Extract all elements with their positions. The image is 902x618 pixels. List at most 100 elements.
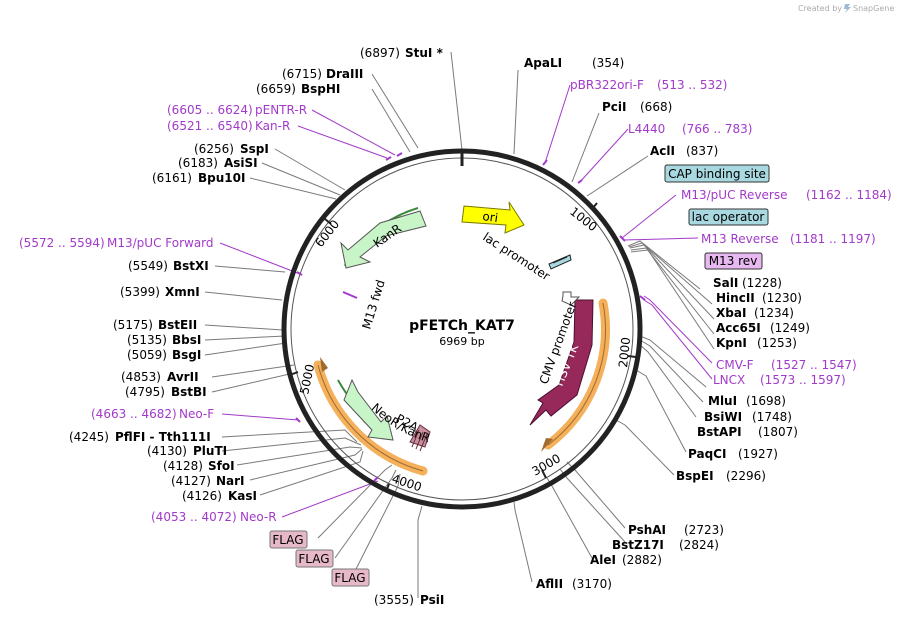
- lac-operator-box[interactable]: [688, 208, 769, 226]
- site-pos: (6256): [194, 142, 234, 156]
- site-pos: (837): [686, 144, 718, 158]
- site-pos: (2882): [622, 553, 662, 567]
- primer-name: LNCX: [713, 373, 745, 387]
- site-name: AclI: [650, 144, 675, 158]
- ruler-label-5000: 5000: [297, 363, 317, 396]
- site-pos: (1748): [752, 410, 792, 424]
- ruler-label-2000: 2000: [616, 336, 633, 368]
- site-pos: (6183): [178, 156, 218, 170]
- site-name: XbaI: [716, 306, 746, 320]
- site-pos: (6161): [152, 171, 192, 185]
- site-name: Acc65I: [716, 321, 761, 335]
- right-primers: pBR322ori-F (513 .. 532) L4440 (766 .. 7…: [570, 78, 892, 387]
- site-pos: (668): [640, 100, 672, 114]
- site-pos: (1234): [754, 306, 794, 320]
- primer-name: pENTR-R: [255, 103, 307, 117]
- hsv-tk-feature[interactable]: [529, 299, 594, 426]
- site-pos: (5059): [127, 348, 167, 362]
- flag-box-1[interactable]: [269, 530, 308, 549]
- left-sites: (6897) StuI * (6715) DraIII (6659) BspHI…: [69, 46, 444, 607]
- site-pos: (1230): [762, 291, 802, 305]
- watermark-brand: SnapGene: [853, 4, 894, 13]
- m13-rev-label: M13 rev: [709, 254, 758, 268]
- ori-feature[interactable]: [461, 201, 525, 234]
- site-name: SfoI: [208, 459, 235, 473]
- site-name: BstXI: [173, 259, 209, 273]
- ori-label: ori: [482, 209, 499, 225]
- site-name: BsgI: [172, 348, 201, 362]
- primer-range: (5572 .. 5594): [19, 236, 105, 250]
- site-name: StuI *: [405, 46, 444, 60]
- flag-label-3: FLAG: [334, 571, 365, 585]
- m13-rev-box[interactable]: [704, 252, 763, 270]
- primer-name: M13 Reverse: [701, 232, 779, 246]
- primer-range: (6605 .. 6624): [167, 103, 253, 117]
- primer-range: (1181 .. 1197): [790, 232, 876, 246]
- site-pos: (1927): [738, 447, 778, 461]
- site-pos: (6897): [360, 46, 400, 60]
- kanr-feature[interactable]: [340, 210, 427, 269]
- site-connector-lines-left: [204, 51, 463, 578]
- flag-label-1: FLAG: [272, 533, 303, 547]
- site-pos: (354): [592, 56, 624, 70]
- primer-range: (6521 .. 6540): [167, 119, 253, 133]
- flag-tags: [411, 429, 428, 452]
- site-pos: (4795): [125, 385, 165, 399]
- lac-promoter-label: lac promoter: [480, 230, 552, 284]
- flag-label-2: FLAG: [298, 552, 329, 566]
- primer-range: (513 .. 532): [657, 78, 727, 92]
- site-name: Bpu10I: [198, 171, 245, 185]
- site-pos: (4126): [182, 489, 222, 503]
- site-pos: (5175): [113, 318, 153, 332]
- flag-box-3[interactable]: [331, 568, 370, 587]
- cap-binding-label: CAP binding site: [668, 167, 766, 181]
- site-name: PsiI: [420, 593, 444, 607]
- flag-box-2[interactable]: [295, 549, 334, 568]
- watermark-prefix: Created by: [798, 4, 842, 13]
- primer-name: CMV-F: [716, 358, 754, 372]
- site-pos: (1698): [746, 394, 786, 408]
- neor-feature[interactable]: [343, 378, 394, 441]
- site-name: XmnI: [165, 285, 200, 299]
- site-pos: (5399): [120, 285, 160, 299]
- cmv-orange-arc-line: [547, 302, 606, 446]
- site-name: AflII: [536, 577, 563, 591]
- site-name: BstAPI: [697, 425, 742, 439]
- neo-orange-arc-line: [317, 364, 424, 472]
- site-name: SspI: [240, 142, 269, 156]
- site-pos: (1228): [742, 276, 782, 290]
- site-name: BbsI: [172, 333, 201, 347]
- site-pos: (4127): [171, 474, 211, 488]
- cmv-arc-arrowhead: [541, 438, 553, 452]
- site-pos: (4853): [121, 370, 161, 384]
- neo-arc-arrowhead: [320, 357, 328, 372]
- site-name: BstEII: [158, 318, 197, 332]
- site-name: ApaLI: [524, 56, 562, 70]
- site-pos: (4130): [147, 444, 187, 458]
- site-name: BsiWI: [704, 410, 742, 424]
- primer-name: Neo-R: [240, 510, 277, 524]
- site-pos: (4128): [163, 459, 203, 473]
- site-connector-lines: [417, 69, 715, 598]
- site-name: BspEI: [676, 469, 714, 483]
- primer-name: Neo-F: [179, 407, 214, 421]
- site-name: KasI: [228, 489, 257, 503]
- primer-name: M13/pUC Forward: [107, 236, 214, 250]
- site-name: AvrII: [167, 370, 199, 384]
- right-sites: ApaLI (354) PciI (668) AclI (837) SalI (…: [524, 56, 810, 591]
- site-pos: (2723): [684, 523, 724, 537]
- site-name: PluTI: [193, 444, 227, 458]
- site-name: PshAI: [628, 523, 666, 537]
- primer-range: (1162 .. 1184): [806, 188, 892, 202]
- site-name: PaqCI: [688, 447, 726, 461]
- site-pos: (6659): [256, 82, 296, 96]
- primer-range: (1527 .. 1547): [771, 358, 857, 372]
- site-name: BstZ17I: [612, 538, 664, 552]
- cap-binding-box[interactable]: [664, 164, 770, 183]
- p2a-feature[interactable]: [409, 424, 431, 448]
- site-pos: (3555): [374, 593, 414, 607]
- site-pos: (2824): [679, 538, 719, 552]
- site-pos: (2296): [726, 469, 766, 483]
- lac-operator-label: lac operator: [692, 210, 765, 224]
- primer-connector-lines: [219, 84, 713, 518]
